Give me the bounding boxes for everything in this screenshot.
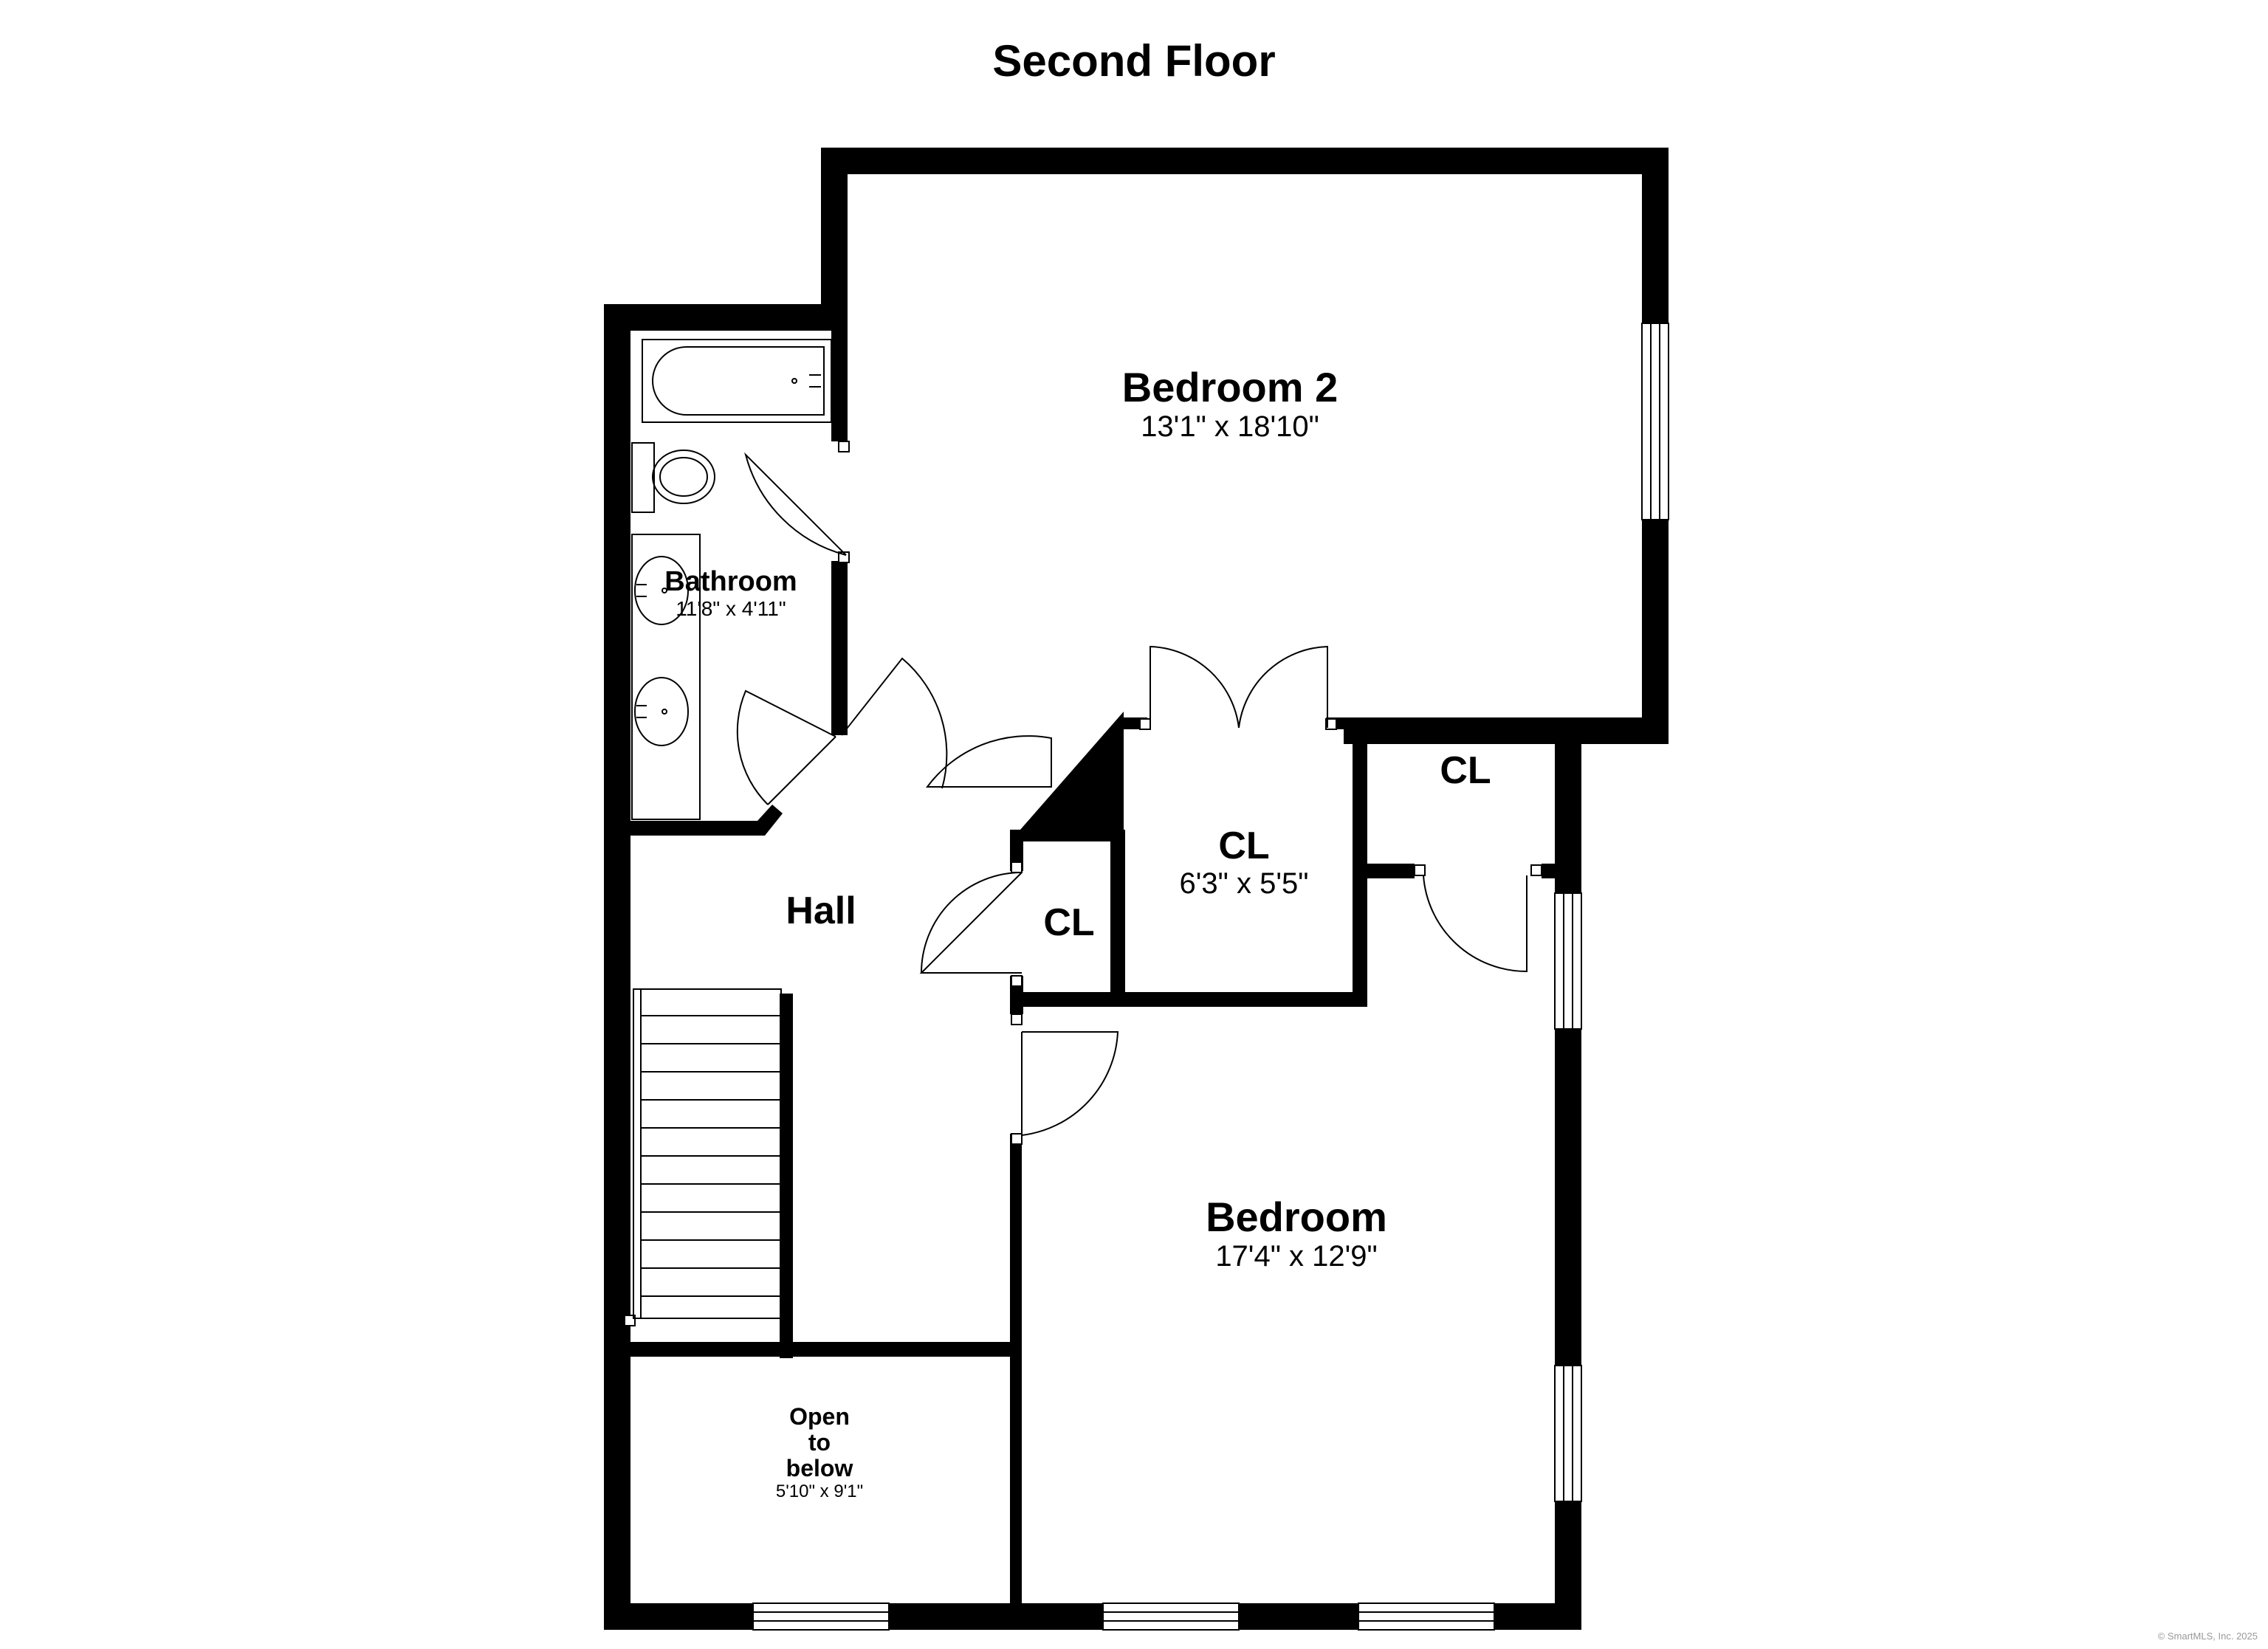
room-label-bedroom: Bedroom 17'4" x 12'9" — [1149, 1194, 1444, 1273]
door-swings — [736, 452, 1528, 1136]
room-name: CL — [1218, 824, 1270, 867]
stairs — [633, 988, 782, 1319]
sink-2 — [634, 677, 689, 746]
room-dims: 11'8" x 4'11" — [676, 596, 786, 620]
room-label-bathroom: Bathroom 11'8" x 4'11" — [635, 566, 827, 621]
room-dims: 17'4" x 12'9" — [1215, 1239, 1378, 1273]
room-label-hall: Hall — [747, 889, 895, 932]
toilet-bowl — [652, 450, 715, 504]
room-dims: 5'10" x 9'1" — [775, 1481, 864, 1501]
room-name: CL — [1440, 749, 1491, 792]
vanity — [631, 534, 701, 820]
room-name: Bedroom — [1206, 1194, 1387, 1240]
room-label-open-to-below: Open to below 5'10" x 9'1" — [709, 1403, 930, 1501]
bathtub — [642, 339, 832, 423]
door-jambs — [624, 441, 1542, 1326]
room-label-closet-right: CL — [1388, 749, 1543, 792]
room-dims: 6'3" x 5'5" — [1179, 867, 1309, 901]
copyright-credit: © SmartMLS, Inc. 2025 — [2157, 1631, 2258, 1642]
room-name: CL — [1043, 901, 1095, 944]
bathtub-basin — [652, 346, 825, 416]
room-name: Bathroom — [664, 566, 797, 597]
windows — [752, 323, 1669, 1631]
sink-1 — [634, 556, 689, 625]
room-dims: 13'1" x 18'10" — [1141, 410, 1319, 443]
room-label-bedroom-2: Bedroom 2 13'1" x 18'10" — [1082, 365, 1378, 443]
room-label-closet-center: CL 6'3" x 5'5" — [1137, 824, 1351, 901]
room-name: Open to below — [786, 1403, 853, 1482]
toilet-tank — [631, 442, 655, 513]
room-name: Bedroom 2 — [1121, 364, 1339, 410]
page-title: Second Floor — [992, 36, 1276, 86]
room-name: Hall — [786, 889, 856, 932]
room-label-closet-small: CL — [1026, 901, 1112, 944]
bathroom-fixtures — [631, 339, 832, 820]
